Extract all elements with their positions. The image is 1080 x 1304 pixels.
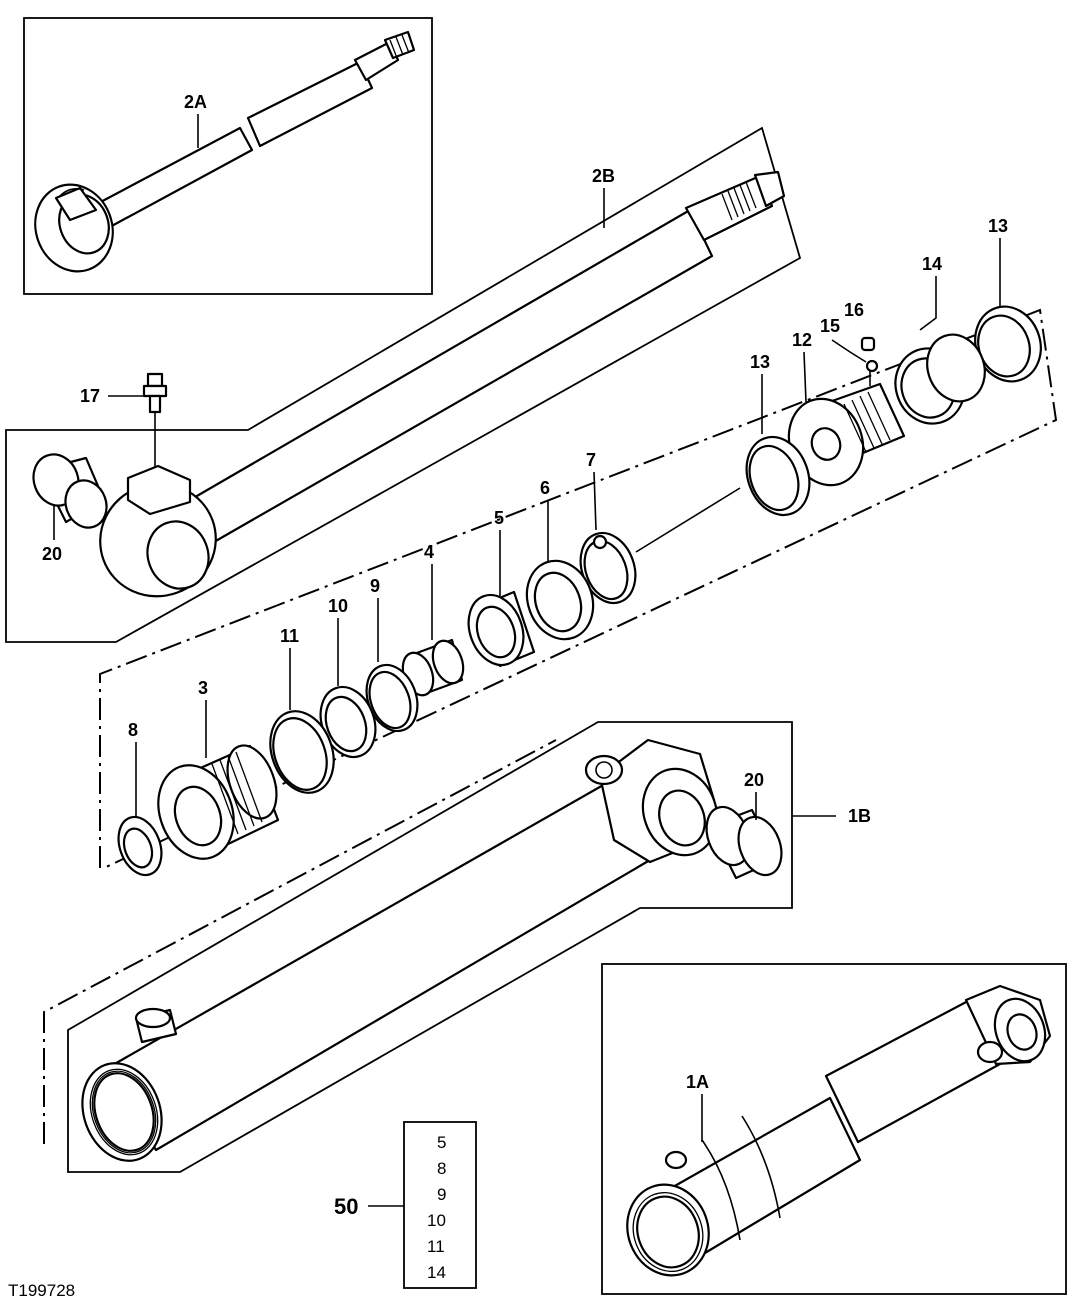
wear-ring-13-right: 13 xyxy=(974,216,1042,383)
callout-1A: 1A xyxy=(686,1072,709,1142)
barrel-thread xyxy=(89,1068,159,1156)
snap-ring-7: 7 xyxy=(579,450,741,605)
kit-item-8: 8 xyxy=(437,1159,446,1178)
rod-assembly-2B: 2B 17 20 xyxy=(5,126,802,643)
svg-text:14: 14 xyxy=(922,254,942,274)
svg-text:20: 20 xyxy=(42,544,62,564)
o-ring-11: 11 xyxy=(269,626,335,794)
svg-text:2B: 2B xyxy=(592,166,615,186)
rod-thread-2B xyxy=(721,181,757,221)
inset-barrel-1A: 1A xyxy=(601,963,1067,1295)
svg-text:11: 11 xyxy=(280,626,299,646)
backup-ring-10: 10 xyxy=(319,596,377,759)
barrel-assembly-1B: 20 1B xyxy=(43,721,871,1173)
svg-text:8: 8 xyxy=(128,720,138,740)
svg-text:4: 4 xyxy=(424,542,434,562)
grease-fitting-17 xyxy=(142,372,168,468)
inset-rod-2A: 2A xyxy=(23,17,433,295)
kit-item-9: 9 xyxy=(437,1185,446,1204)
bushing-20-rod xyxy=(32,453,108,529)
callout-2B: 2B xyxy=(592,166,615,228)
svg-text:12: 12 xyxy=(792,330,812,350)
o-ring-9: 9 xyxy=(365,576,419,733)
svg-text:13: 13 xyxy=(988,216,1008,236)
kit-item-14: 14 xyxy=(427,1263,446,1282)
svg-text:13: 13 xyxy=(750,352,770,372)
svg-text:7: 7 xyxy=(586,450,596,470)
svg-text:16: 16 xyxy=(844,300,864,320)
callout-17: 17 xyxy=(80,386,146,406)
svg-text:9: 9 xyxy=(370,576,380,596)
svg-text:3: 3 xyxy=(198,678,208,698)
seal-kit-50: 5 8 9 10 11 14 50 xyxy=(334,1121,477,1289)
kit-item-5: 5 xyxy=(437,1133,446,1152)
backup-ring-6: 6 xyxy=(525,478,595,641)
svg-text:5: 5 xyxy=(494,508,504,528)
svg-text:2A: 2A xyxy=(184,92,207,112)
rod-seal-5: 5 xyxy=(467,508,536,668)
svg-text:17: 17 xyxy=(80,386,100,406)
svg-text:20: 20 xyxy=(744,770,764,790)
bushing-20-barrel: 20 xyxy=(705,770,783,880)
svg-text:15: 15 xyxy=(820,316,840,336)
set-screw-16-and-ball-15: 16 15 xyxy=(820,300,879,386)
svg-text:10: 10 xyxy=(328,596,348,616)
figure-id: T199728 xyxy=(8,1281,75,1300)
seal-and-piston-group: 13 14 16 15 12 xyxy=(99,216,1058,877)
wiper-seal-8: 8 xyxy=(117,720,163,877)
callout-1B: 1B xyxy=(792,806,871,826)
piston-12: 12 xyxy=(787,330,906,487)
rod-thread-2A xyxy=(389,34,410,59)
callout-20-rod: 20 xyxy=(42,506,62,564)
svg-text:6: 6 xyxy=(540,478,550,498)
barrel-port-lower xyxy=(134,1007,178,1044)
svg-text:1A: 1A xyxy=(686,1072,709,1092)
kit-item-11: 11 xyxy=(427,1237,445,1256)
callout-2A: 2A xyxy=(184,92,207,148)
wear-ring-13-left: 13 xyxy=(745,352,811,517)
svg-text:1B: 1B xyxy=(848,806,871,826)
piston-seal-14: 14 xyxy=(894,254,986,425)
barrel-port-upper xyxy=(584,754,624,786)
kit-item-10: 10 xyxy=(427,1211,446,1230)
gland-3: 3 xyxy=(157,678,280,860)
callout-50: 50 xyxy=(334,1194,358,1219)
bushing-4: 4 xyxy=(401,542,465,697)
